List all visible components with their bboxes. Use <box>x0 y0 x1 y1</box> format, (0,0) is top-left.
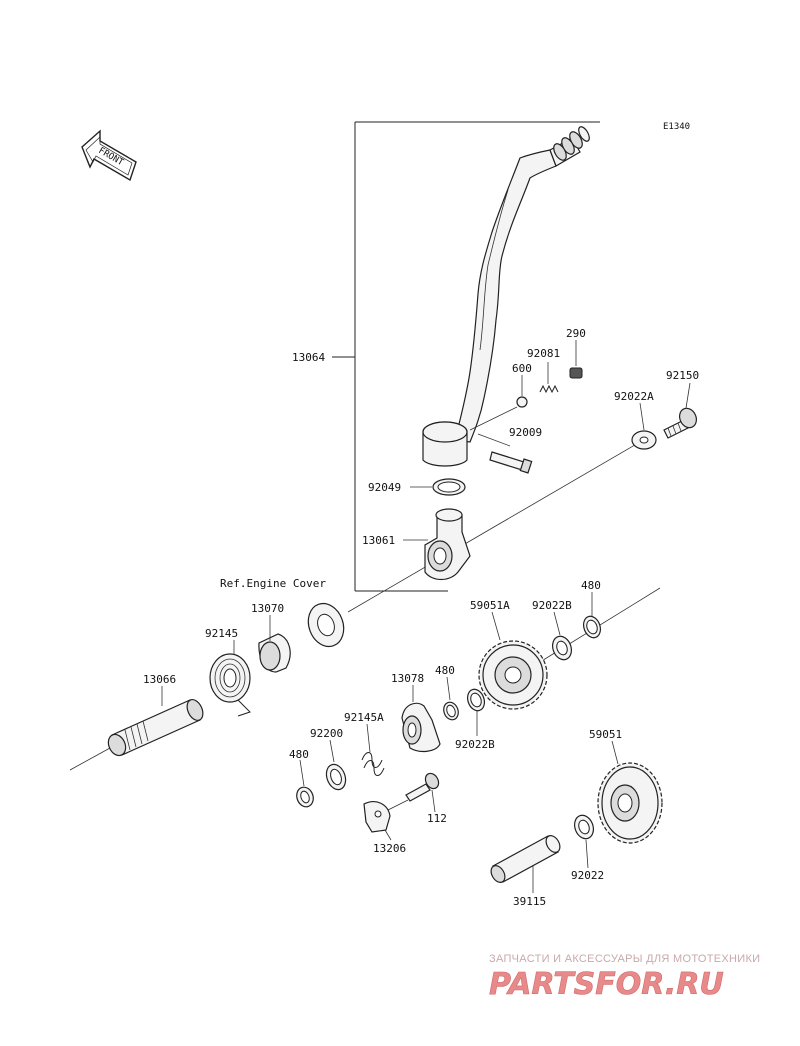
watermark-logo: PARTSFOR.RU <box>489 967 724 1002</box>
kick-lever <box>422 126 590 467</box>
label-92145A: 92145A <box>344 711 384 724</box>
engine-cover-seal <box>307 602 345 648</box>
kick-boss-13061 <box>424 508 471 581</box>
label-13070: 13070 <box>251 602 284 615</box>
washer-92022 <box>573 814 595 840</box>
label-13061: 13061 <box>362 534 395 547</box>
label-92150: 92150 <box>666 369 699 382</box>
guide-13206 <box>363 801 391 833</box>
front-arrow-icon: FRONT <box>81 129 137 182</box>
spring-guide-13070 <box>258 633 291 673</box>
label-92022B-top: 92022B <box>532 599 572 612</box>
set-screw-290 <box>569 347 583 379</box>
bolt-112 <box>383 772 440 813</box>
label-92022B-mid: 92022B <box>455 738 495 751</box>
circlip-480-mid <box>443 701 459 721</box>
label-480-top: 480 <box>581 579 601 592</box>
circlip-480-left <box>296 786 314 808</box>
collar-39115 <box>490 835 561 883</box>
label-92009: 92009 <box>509 426 542 439</box>
label-ref-engine-cover: Ref.Engine Cover <box>220 577 326 590</box>
label-59051: 59051 <box>589 728 622 741</box>
ball-600 <box>469 375 528 431</box>
kick-shaft-13066 <box>107 699 204 757</box>
bolt-92009 <box>477 433 533 474</box>
spring-92081 <box>539 362 559 394</box>
label-13066: 13066 <box>143 673 176 686</box>
ratchet-gear-59051A <box>478 640 548 710</box>
label-92200: 92200 <box>310 727 343 740</box>
kick-spring-92145 <box>209 653 251 717</box>
circlip-480-top <box>582 615 602 639</box>
bolt-92150 <box>663 407 697 439</box>
oil-seal-92049 <box>432 478 466 496</box>
label-59051A: 59051A <box>470 599 510 612</box>
spring-92145A <box>361 752 385 776</box>
label-92022: 92022 <box>571 869 604 882</box>
label-290: 290 <box>566 327 586 340</box>
label-112: 112 <box>427 812 447 825</box>
label-13078: 13078 <box>391 672 424 685</box>
washer-92022B-top <box>551 635 573 661</box>
label-92081: 92081 <box>527 347 560 360</box>
gear-59051 <box>597 762 663 844</box>
axis-line-left <box>69 747 111 771</box>
label-13064: 13064 <box>292 351 325 364</box>
axis-line-upper <box>347 441 641 613</box>
leader-lines <box>161 340 691 893</box>
label-600: 600 <box>512 362 532 375</box>
label-92145: 92145 <box>205 627 238 640</box>
label-39115: 39115 <box>513 895 546 908</box>
label-92022A: 92022A <box>614 390 654 403</box>
washer-92022B-mid <box>466 688 486 712</box>
washer-92022A <box>631 430 657 450</box>
label-92049: 92049 <box>368 481 401 494</box>
label-480-mid: 480 <box>435 664 455 677</box>
ratchet-13078 <box>401 702 441 753</box>
label-13206: 13206 <box>373 842 406 855</box>
watermark-tagline: ЗАПЧАСТИ И АКСЕССУАРЫ ДЛЯ МОТОТЕХНИКИ <box>489 953 760 965</box>
washer-92200 <box>325 763 347 791</box>
label-480-left: 480 <box>289 748 309 761</box>
assembly-bracket <box>332 121 600 592</box>
diagram-code: E1340 <box>663 122 690 132</box>
